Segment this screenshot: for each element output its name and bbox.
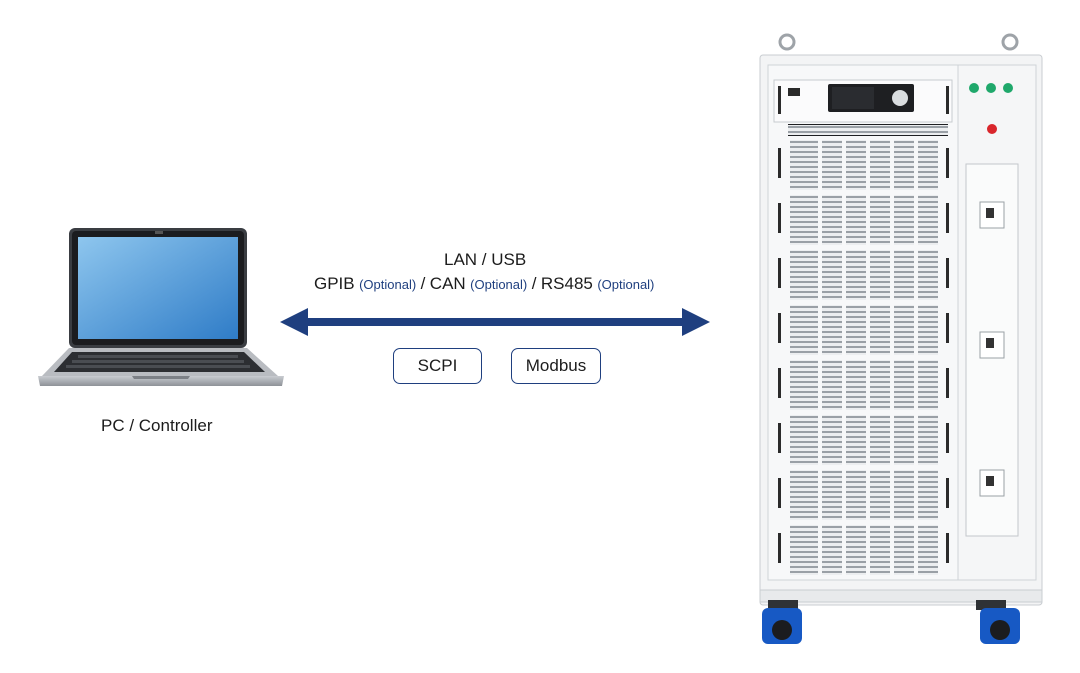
- separator: /: [531, 274, 537, 293]
- protocol-scpi: SCPI: [393, 348, 482, 384]
- optional-label: (Optional): [470, 277, 528, 292]
- power-rack-cabinet: [759, 33, 1043, 644]
- protocol-modbus: Modbus: [511, 348, 601, 384]
- pc-caption: PC / Controller: [101, 416, 213, 435]
- gpib-label: GPIB: [314, 274, 355, 293]
- laptop-icon: [38, 228, 284, 386]
- bidirectional-arrow: [280, 308, 710, 336]
- can-label: CAN: [429, 274, 466, 293]
- separator: /: [420, 274, 426, 293]
- rs485-label: RS485: [540, 274, 593, 293]
- optional-label: (Optional): [597, 277, 655, 292]
- connection-line1: LAN / USB: [444, 250, 527, 269]
- optional-label: (Optional): [359, 277, 417, 292]
- connection-line2: GPIB (Optional) / CAN (Optional) / RS485…: [314, 274, 654, 294]
